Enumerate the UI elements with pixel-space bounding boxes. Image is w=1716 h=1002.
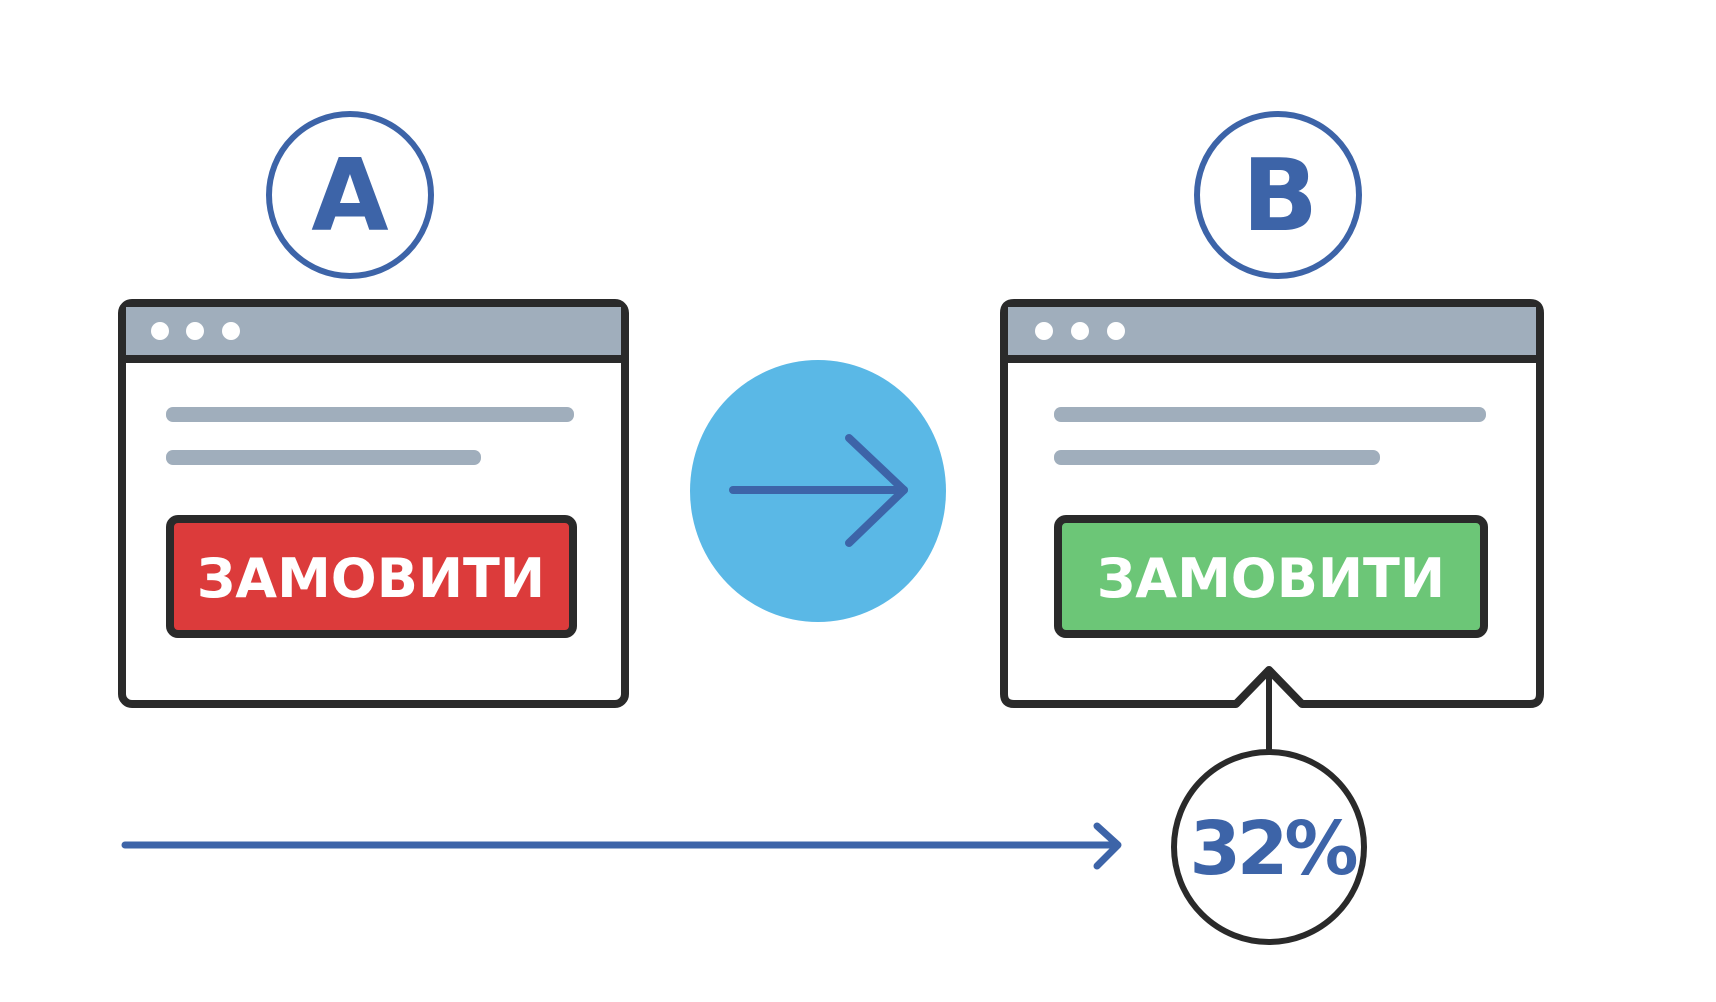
variant-b-label: B: [1242, 137, 1318, 254]
order-button-a-label: ЗАМОВИТИ: [197, 547, 545, 610]
browser-window-b: ЗАМОВИТИ: [1000, 299, 1544, 708]
timeline-arrow: [121, 822, 1122, 870]
text-placeholder-line: [166, 450, 481, 465]
order-button-b[interactable]: ЗАМОВИТИ: [1054, 515, 1488, 638]
title-bar: [126, 307, 621, 357]
text-placeholder-line: [1054, 407, 1486, 422]
arrow-right-icon: [729, 434, 908, 547]
window-dot-icon: [222, 322, 240, 340]
order-button-b-label: ЗАМОВИТИ: [1097, 547, 1445, 610]
window-dot-icon: [1107, 322, 1125, 340]
window-dot-icon: [186, 322, 204, 340]
variant-a-label: A: [311, 137, 388, 254]
window-dot-icon: [1071, 322, 1089, 340]
text-placeholder-line: [166, 407, 574, 422]
window-dot-icon: [1035, 322, 1053, 340]
result-value: 32%: [1189, 806, 1356, 892]
text-placeholder-line: [1054, 450, 1380, 465]
order-button-a[interactable]: ЗАМОВИТИ: [166, 515, 577, 638]
variant-a-badge: A: [266, 111, 434, 279]
variant-b-badge: B: [1194, 111, 1362, 279]
window-dot-icon: [151, 322, 169, 340]
browser-window-a: ЗАМОВИТИ: [118, 299, 629, 708]
title-bar: [1008, 307, 1536, 357]
result-badge: 32%: [1171, 749, 1367, 945]
transition-arrow: [690, 360, 946, 622]
